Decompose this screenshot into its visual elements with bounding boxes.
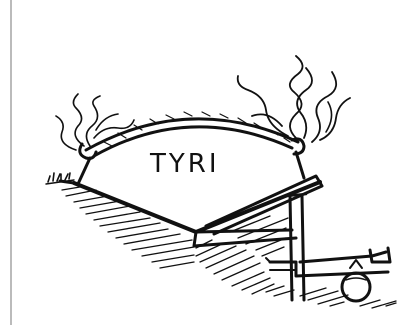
hatching xyxy=(62,187,396,308)
tyri-label: TYRI xyxy=(149,149,220,179)
outflow-trough xyxy=(266,248,390,276)
support-post xyxy=(286,194,306,300)
collection-pot-icon xyxy=(342,260,370,301)
ground-slope xyxy=(46,173,320,232)
right-smoke-icon xyxy=(238,56,350,142)
